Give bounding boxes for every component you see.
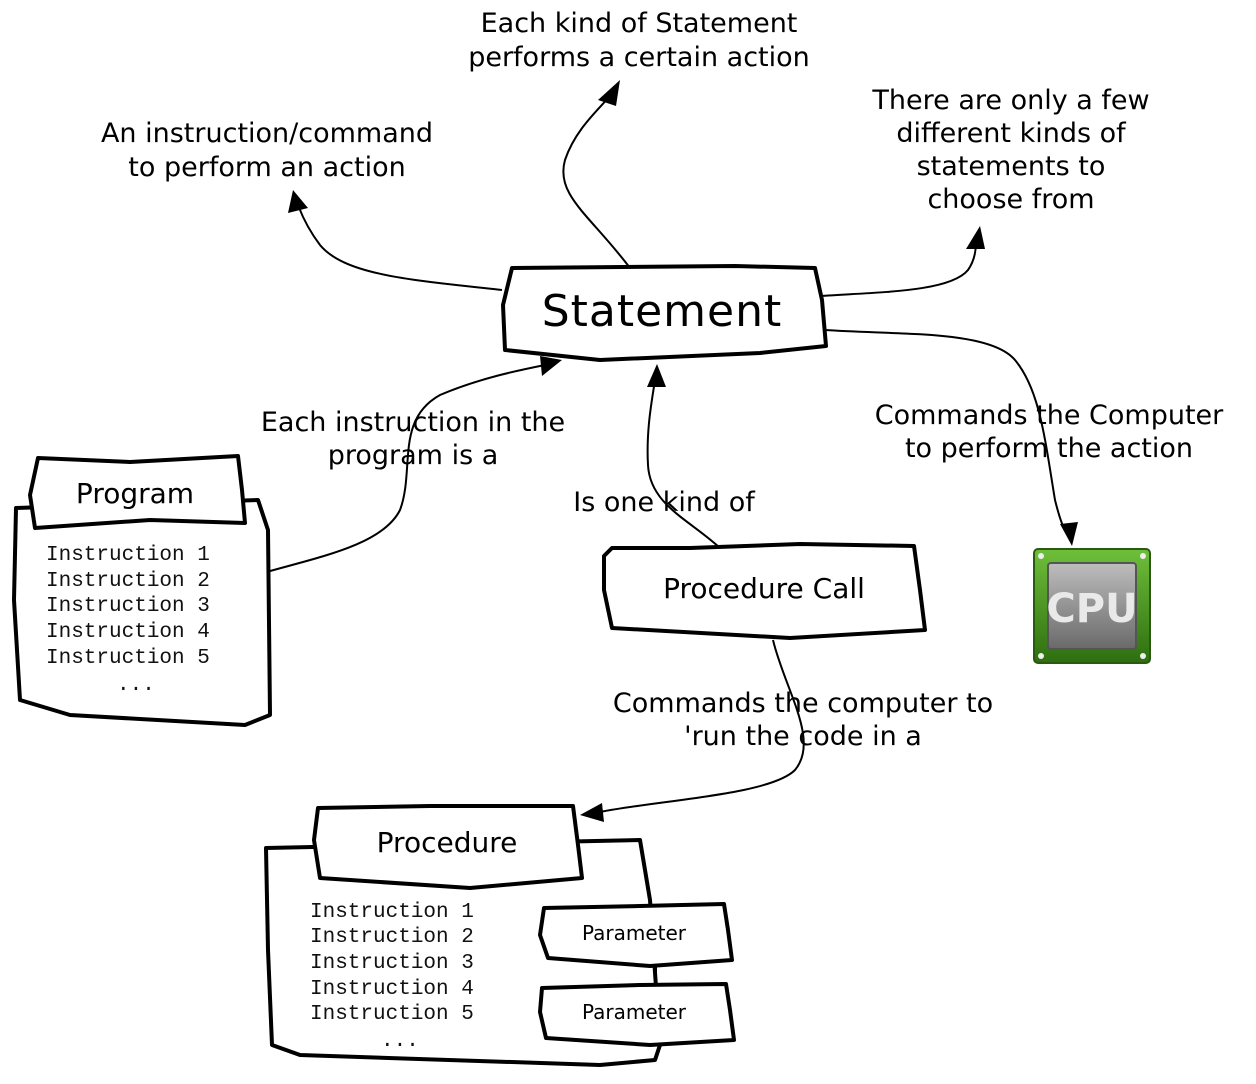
annotation-line: Commands the Computer <box>875 400 1224 431</box>
cpu-chip <box>1047 562 1137 650</box>
cpu-screw <box>1038 653 1044 659</box>
arrowhead-action-kind <box>598 80 620 106</box>
arrowhead-instruction-command <box>288 190 308 213</box>
procedure-line: Instruction 3 <box>310 952 474 975</box>
arrowhead-few-kinds <box>966 226 985 249</box>
annotation-line: performs a certain action <box>468 42 810 73</box>
statement-node: Statement <box>501 264 828 362</box>
program-line: Instruction 2 <box>46 570 210 593</box>
procedure-call-node: Procedure Call <box>602 542 927 640</box>
cpu-screw <box>1038 553 1044 559</box>
connector-statement-to-action-kind <box>562 95 631 269</box>
program-label: Program <box>76 477 194 510</box>
procedure-tab <box>312 804 584 890</box>
connector-program-to-statement <box>239 364 546 581</box>
annotation-line: program is a <box>328 440 499 471</box>
program-node: Program Instruction 1 Instruction 2 Inst… <box>12 454 272 727</box>
procedure-line: Instruction 5 <box>310 1003 474 1026</box>
arrowhead-procedurecall-statement <box>647 364 666 387</box>
program-tab <box>28 454 247 530</box>
connector-procedurecall-to-statement <box>646 379 721 549</box>
annotation-line: Commands the computer to <box>613 688 993 719</box>
arrowhead-cpu <box>1060 522 1078 546</box>
parameter-label: Parameter <box>582 921 687 945</box>
parameter-label: Parameter <box>582 1000 687 1024</box>
connector-procedurecall-to-procedure <box>599 639 805 813</box>
cpu-label: CPU <box>1046 586 1137 632</box>
annotation-action-kind: Each kind of Statement performs a certai… <box>468 8 810 73</box>
annotation-line: Is one kind of <box>573 487 756 518</box>
procedure-line: Instruction 1 <box>310 901 474 924</box>
procedure-line: ... <box>381 1030 419 1053</box>
annotation-line: An instruction/command <box>101 118 433 149</box>
procedure-node: Procedure Instruction 1 Instruction 2 In… <box>264 804 736 1067</box>
parameter-box <box>538 902 734 968</box>
arrowhead-procedurecall-procedure <box>580 803 604 822</box>
procedure-label: Procedure <box>377 826 518 859</box>
annotation-line: 'run the code in a <box>684 721 922 752</box>
parameter-box <box>538 982 736 1047</box>
procedure-call-label: Procedure Call <box>663 572 865 605</box>
cpu-screw <box>1140 553 1146 559</box>
annotation-commands-computer: Commands the Computer to perform the act… <box>875 400 1224 464</box>
procedure-line: Instruction 2 <box>310 926 474 949</box>
annotation-line: Each instruction in the <box>261 407 565 438</box>
program-line: Instruction 1 <box>46 544 210 567</box>
annotation-line: There are only a few <box>871 85 1149 116</box>
arrowhead-program-statement <box>540 356 562 376</box>
procedure-call-box <box>602 542 927 640</box>
annotation-program-instruction: Each instruction in the program is a <box>261 407 565 471</box>
annotation-line: different kinds of <box>896 118 1127 149</box>
annotation-line: to perform the action <box>905 433 1193 464</box>
cpu-icon: CPU <box>1033 548 1151 664</box>
annotation-line: choose from <box>927 184 1094 215</box>
statement-box <box>501 264 828 362</box>
statement-label: Statement <box>542 286 783 337</box>
program-line: ... <box>117 674 155 697</box>
annotation-instruction-command: An instruction/command to perform an act… <box>101 118 433 183</box>
program-line: Instruction 3 <box>46 595 210 618</box>
annotation-line: Each kind of Statement <box>481 8 798 39</box>
annotation-one-kind: Is one kind of <box>573 487 756 518</box>
program-body <box>12 498 272 727</box>
program-line: Instruction 5 <box>46 647 210 670</box>
connector-statement-to-few-kinds <box>819 241 977 297</box>
annotation-few-kinds: There are only a few different kinds of … <box>871 85 1149 215</box>
connector-statement-to-instruction-command <box>297 204 503 291</box>
connectors <box>239 80 1078 990</box>
connector-statement-to-cpu <box>824 329 1067 531</box>
cpu-screw <box>1140 653 1146 659</box>
procedure-line: Instruction 4 <box>310 978 474 1001</box>
annotation-run-code: Commands the computer to 'run the code i… <box>613 688 993 752</box>
program-line: Instruction 4 <box>46 621 210 644</box>
annotation-line: statements to <box>917 151 1106 182</box>
annotation-line: to perform an action <box>128 152 405 183</box>
